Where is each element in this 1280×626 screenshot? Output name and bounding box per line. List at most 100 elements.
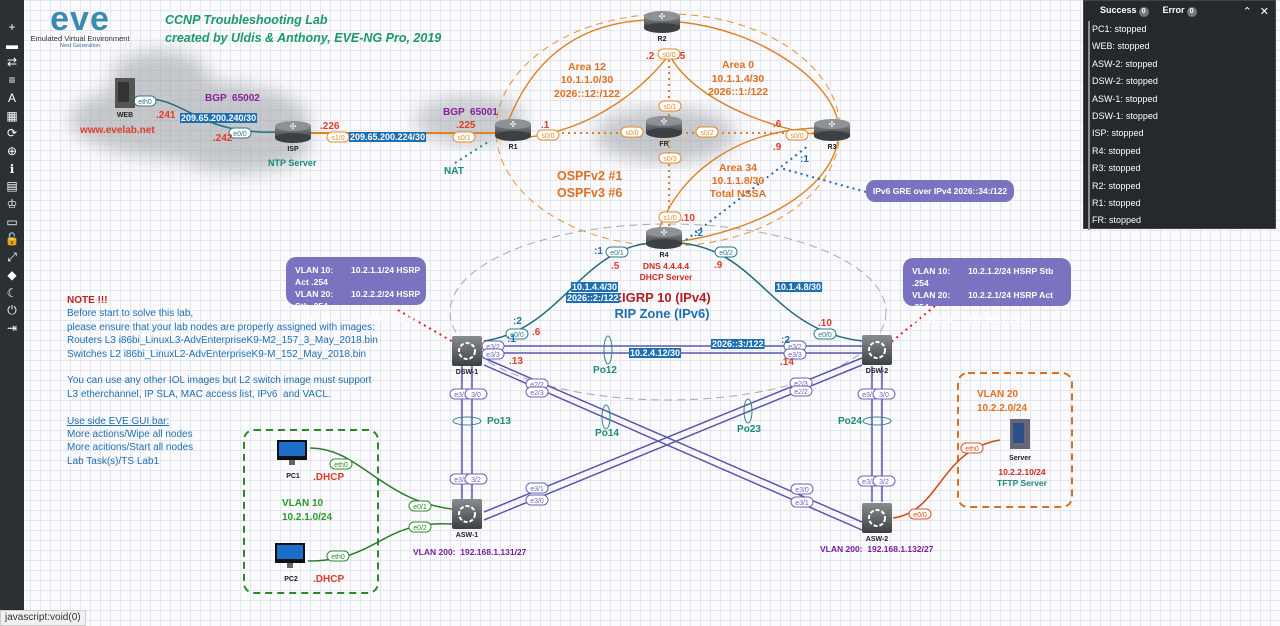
notification-item[interactable]: PC1: stopped [1088, 21, 1275, 39]
add-icon[interactable]: + [8, 20, 16, 34]
notification-item[interactable]: ASW-1: stopped [1088, 90, 1275, 108]
router-icon: ✣ [661, 228, 668, 237]
tag-icon[interactable]: ◆ [7, 267, 17, 282]
asw2-vlan200: VLAN 200: 192.168.1.132/27 [820, 544, 934, 554]
node-r1[interactable]: ✣R1 [495, 119, 531, 151]
node-pc1[interactable]: PC1 [277, 440, 307, 480]
list-icon[interactable]: ≡ [8, 73, 16, 88]
evelab-link[interactable]: www.evelab.net [79, 125, 155, 136]
moon-icon[interactable]: ☾ [6, 285, 18, 300]
node-label: ASW-2 [866, 536, 889, 543]
lab-subtitle: created by Uldis & Anthony, EVE-NG Pro, … [165, 31, 441, 45]
arrows-icon[interactable]: ⇄ [6, 55, 18, 70]
lock-icon[interactable]: 🔓 [4, 232, 20, 247]
info-icon[interactable]: ℹ [9, 161, 15, 176]
po13-ring [452, 416, 482, 426]
network-label: 209.65.200.240/30 [180, 113, 258, 123]
notification-item[interactable]: R3: stopped [1088, 160, 1275, 178]
laptop-icon[interactable]: ▬ [6, 37, 18, 52]
note-line: Switches L2 i86bi_LinuxL2-AdvEnterpriseK… [67, 348, 367, 360]
vlan-id: VLAN 20: [912, 290, 951, 300]
server-ip: 10.2.2.10/24 [998, 467, 1046, 477]
port-label: eth0 [133, 95, 157, 107]
text-icon[interactable]: A [7, 90, 16, 105]
svg-text:s0/2: s0/2 [700, 130, 713, 137]
vlan10-name: VLAN 10 [282, 498, 324, 509]
svg-text:s0/0: s0/0 [541, 133, 554, 140]
node-r4[interactable]: ✣R4 [646, 227, 682, 259]
svg-text:e3/2: e3/2 [486, 344, 500, 351]
notification-item[interactable]: DSW-1: stopped [1088, 107, 1275, 126]
notification-item[interactable]: FR: stopped [1088, 212, 1275, 230]
port-label: e3/0 [525, 494, 549, 506]
r3-ip-a: .6 [773, 119, 782, 130]
console-icon[interactable]: ▤ [6, 179, 18, 194]
svg-text:3/2: 3/2 [879, 479, 889, 486]
svg-text:s0/0: s0/0 [662, 52, 675, 59]
notification-item[interactable]: WEB: stopped [1088, 38, 1275, 56]
collapse-icon[interactable]: ⌃ [1242, 6, 1252, 18]
lab-title: CCNP Troubleshooting Lab [165, 13, 328, 27]
notification-item[interactable]: R4: stopped [1088, 142, 1275, 161]
graduation-icon[interactable]: ♔ [6, 197, 18, 211]
node-r3[interactable]: ✣R3 [814, 119, 850, 151]
svg-text:e2/2: e2/2 [530, 382, 544, 389]
notification-item[interactable]: R2: stopped [1088, 177, 1275, 195]
note-line [67, 361, 378, 374]
dsw1-pointer [397, 309, 456, 344]
node-asw1[interactable]: ASW-1 [452, 499, 482, 539]
svg-text:e2/3: e2/3 [530, 390, 544, 397]
logo-sub: Next Generation [59, 43, 101, 49]
expand-icon[interactable]: ⤢ [7, 250, 17, 265]
node-dsw2[interactable]: DSW-2 [862, 335, 892, 375]
svg-text:e3/3: e3/3 [788, 352, 802, 359]
svg-text:3/0: 3/0 [471, 392, 481, 399]
port-label: e3/1 [790, 496, 814, 508]
node-pc2[interactable]: PC2 [275, 543, 305, 583]
node-asw2[interactable]: ASW-2 [862, 503, 892, 543]
svg-text:e0/0: e0/0 [510, 332, 524, 339]
close-icon[interactable]: ✕ [1259, 6, 1269, 18]
notification-item[interactable]: ASW-2: stopped [1088, 55, 1275, 74]
area12-net: 10.1.1.0/30 [561, 74, 614, 86]
notification-item[interactable]: R1: stopped [1088, 194, 1275, 213]
port-label: e2/2 [789, 385, 813, 397]
node-isp[interactable]: ✣ISP [275, 121, 311, 153]
node-web[interactable]: WEB [115, 78, 135, 119]
port-label: e3/3 [481, 348, 505, 360]
r4-v6-e01: :1 [594, 246, 603, 257]
port-label: e0/0 [908, 508, 932, 520]
refresh-icon[interactable]: ⟳ [6, 126, 18, 141]
svg-text:2026::3:/122: 2026::3:/122 [712, 339, 764, 349]
router-icon: ✣ [829, 120, 836, 129]
logout-icon[interactable]: ⇥ [6, 320, 18, 335]
node-fr[interactable]: ✣FR [646, 116, 682, 148]
svg-text:e3/0: e3/0 [530, 498, 544, 505]
vlan-id: VLAN 200: [295, 313, 338, 323]
r2-ip-b: .5 [677, 51, 686, 62]
power-icon[interactable]: ⏻ [7, 303, 17, 318]
notification-item[interactable]: DSW-2: stopped [1088, 73, 1275, 91]
notification-item[interactable]: ISP: stopped [1088, 125, 1275, 143]
error-count: 0 [1186, 7, 1197, 17]
svg-text:2026::2:/122: 2026::2:/122 [567, 293, 619, 303]
dsw1-v6-up: :2 [513, 316, 522, 327]
node-dsw1[interactable]: DSW-1 [452, 336, 482, 376]
port-label: 3/0 [872, 388, 896, 400]
port-label: s1/0 [326, 131, 350, 143]
ntp-server: NTP Server [268, 158, 317, 168]
bgp-65001: BGP 65001 [443, 107, 498, 118]
port-label: s0/0 [620, 126, 644, 138]
node-r2[interactable]: ✣R2 [644, 11, 680, 43]
node-server[interactable]: Server [1009, 419, 1031, 462]
zoom-icon[interactable]: ⊕ [6, 143, 18, 158]
chat-icon[interactable]: ▭ [6, 214, 18, 229]
node-label: R1 [509, 144, 518, 151]
grid-icon[interactable]: ▦ [6, 108, 18, 123]
switch-icon [458, 342, 476, 360]
vlan-id: VLAN 200: [912, 314, 955, 324]
port-label: s1/0 [658, 211, 682, 223]
